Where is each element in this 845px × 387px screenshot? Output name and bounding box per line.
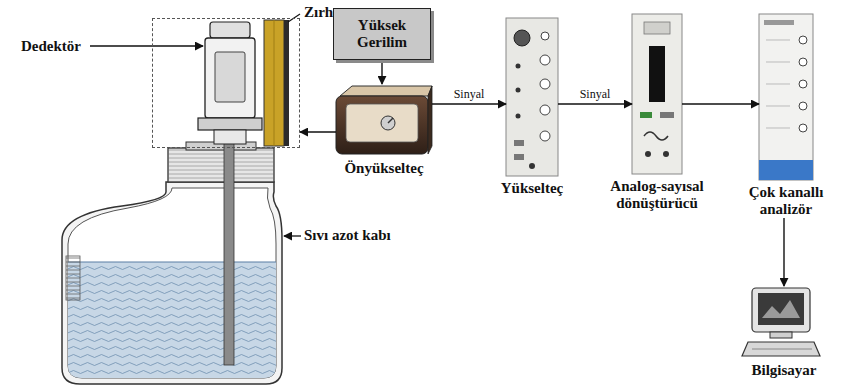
signal-arrow <box>558 103 632 104</box>
node-text: Bilgisayar <box>736 362 832 379</box>
leader-line <box>90 45 203 46</box>
device-body <box>506 18 558 176</box>
edge-label: Sinyal <box>578 87 613 101</box>
mca-drawing <box>759 14 813 180</box>
amplifier-module: Yükselteç <box>484 18 580 197</box>
shield-bar <box>264 20 289 146</box>
amplifier-drawing <box>506 18 558 176</box>
detector-region: Dedektör <box>152 18 300 148</box>
adc-module: Analog-sayısal dönüştürücü <box>596 14 718 212</box>
preamp-unit: Önyükselteç <box>332 84 436 177</box>
node-text: Yüksek Gerilim <box>340 17 424 51</box>
device-body <box>336 84 432 156</box>
node-text: Önyükselteç <box>332 160 436 177</box>
device-body <box>759 14 813 180</box>
adc-drawing <box>632 14 682 174</box>
high-voltage-box: Yüksek Gerilim <box>333 8 431 60</box>
signal-arrow <box>381 60 382 84</box>
node-text: Çok kanallı analizör <box>730 184 842 218</box>
computer-drawing <box>742 288 820 356</box>
part-label: Sıvı azot kabı <box>304 227 391 244</box>
leader-line <box>284 235 301 236</box>
detector-drawing <box>198 22 262 144</box>
node-text: Yükselteç <box>484 180 580 197</box>
preamp-drawing <box>336 86 432 154</box>
dewar-vessel <box>60 130 290 384</box>
signal-arrow <box>783 218 784 286</box>
part-label: Zırh <box>304 4 333 21</box>
computer-unit: Bilgisayar <box>736 286 832 379</box>
signal-arrow <box>682 103 759 104</box>
edge-label: Sinyal <box>452 87 487 101</box>
device-body <box>632 14 682 174</box>
node-text: Analog-sayısal dönüştürücü <box>596 178 718 212</box>
signal-arrow <box>432 103 506 104</box>
signal-arrow <box>300 131 336 132</box>
node-text: Dedektör <box>21 38 81 55</box>
device-body <box>746 286 822 358</box>
mca-module: Çok kanallı analizör <box>730 14 842 218</box>
